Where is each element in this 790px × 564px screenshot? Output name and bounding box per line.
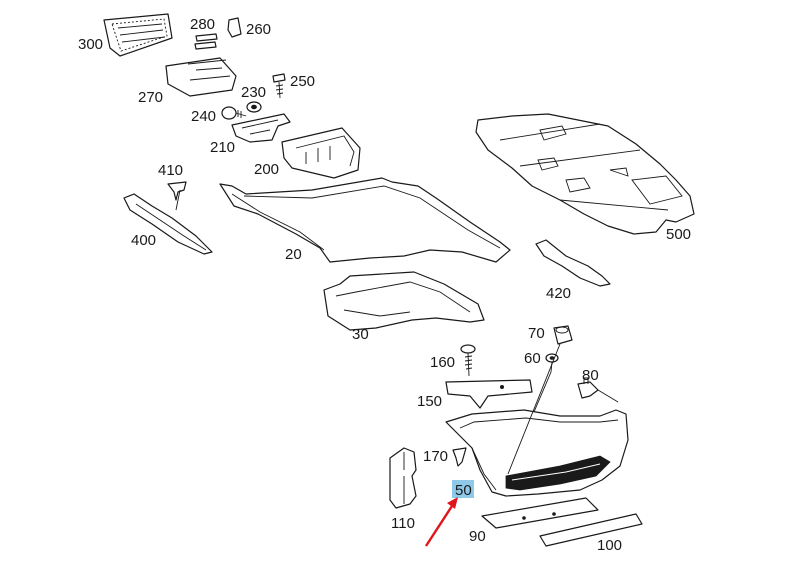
part-210-bracket[interactable] — [231, 113, 291, 143]
label-60[interactable]: 60 — [524, 350, 541, 367]
part-420-trim[interactable] — [535, 239, 611, 287]
part-70-nut[interactable] — [553, 325, 573, 345]
part-20-floor-covering[interactable] — [219, 177, 511, 263]
label-420[interactable]: 420 — [546, 285, 571, 302]
part-150-cover[interactable] — [445, 379, 533, 409]
part-50-floor-tray[interactable] — [445, 409, 629, 497]
label-400[interactable]: 400 — [131, 232, 156, 249]
part-110-block[interactable] — [389, 447, 417, 509]
label-150[interactable]: 150 — [417, 393, 442, 410]
label-110[interactable]: 110 — [391, 515, 415, 532]
label-100[interactable]: 100 — [597, 537, 622, 554]
part-50-highlight — [452, 480, 474, 498]
label-20[interactable]: 20 — [285, 246, 302, 263]
label-270[interactable]: 270 — [138, 89, 163, 106]
label-200[interactable]: 200 — [254, 161, 279, 178]
leader-lines — [175, 189, 619, 475]
label-410[interactable]: 410 — [158, 162, 183, 179]
label-170[interactable]: 170 — [423, 448, 448, 465]
label-300[interactable]: 300 — [78, 36, 103, 53]
part-100-strip[interactable] — [539, 513, 643, 547]
part-500-insulation-mat[interactable] — [475, 113, 695, 235]
part-170-clip[interactable] — [452, 447, 467, 467]
label-260[interactable]: 260 — [246, 21, 271, 38]
part-230-nut[interactable] — [246, 101, 262, 113]
part-250-screw[interactable] — [272, 73, 286, 99]
label-30[interactable]: 30 — [352, 326, 369, 343]
label-240[interactable]: 240 — [191, 108, 216, 125]
part-410-clip[interactable] — [167, 181, 187, 201]
label-230[interactable]: 230 — [241, 84, 266, 101]
label-90[interactable]: 90 — [469, 528, 486, 545]
part-90-insulation[interactable] — [481, 497, 599, 529]
part-160-screw[interactable] — [460, 344, 476, 377]
part-80-clip[interactable] — [577, 377, 599, 399]
label-210[interactable]: 210 — [210, 139, 235, 156]
part-240-bolt[interactable] — [221, 106, 247, 120]
label-500[interactable]: 500 — [666, 226, 691, 243]
part-30-floor-panel[interactable] — [323, 271, 485, 331]
part-400-trim-strip[interactable] — [123, 193, 213, 255]
label-250[interactable]: 250 — [290, 73, 315, 90]
label-80[interactable]: 80 — [582, 367, 599, 384]
pointer-arrow — [424, 497, 458, 547]
label-50[interactable]: 50 — [455, 482, 472, 499]
part-200-air-duct[interactable] — [281, 127, 361, 179]
part-260-pad[interactable] — [227, 17, 242, 38]
label-70[interactable]: 70 — [528, 325, 545, 342]
part-270-bracket[interactable] — [165, 57, 237, 97]
part-labels: 300 280 260 270 250 230 240 210 200 410 … — [78, 16, 691, 554]
label-280[interactable]: 280 — [190, 16, 215, 33]
label-160[interactable]: 160 — [430, 354, 455, 371]
part-300-grille[interactable] — [103, 13, 173, 57]
part-280-clips[interactable] — [194, 33, 218, 50]
